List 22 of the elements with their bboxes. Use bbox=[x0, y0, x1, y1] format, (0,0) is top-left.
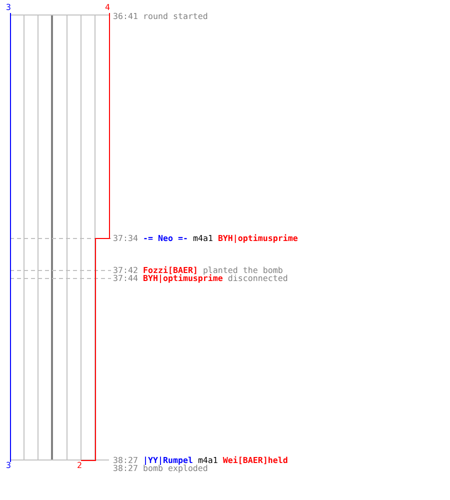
timestamp: 37:34 bbox=[113, 234, 138, 243]
player-name: BYH|optimusprime bbox=[142, 274, 223, 283]
event-text: bomb exploded bbox=[142, 464, 208, 473]
weapon-name: m4a1 bbox=[198, 456, 218, 465]
event-text: round started bbox=[142, 12, 208, 21]
player-name: BYH|optimusprime bbox=[218, 234, 298, 243]
timestamp: 38:27 bbox=[113, 464, 138, 473]
timestamp: 37:42 bbox=[113, 266, 138, 275]
player-name: |YY|Rumpel bbox=[142, 456, 193, 465]
player-count: 3 bbox=[6, 3, 11, 12]
timestamp: 36:41 bbox=[113, 12, 138, 21]
weapon-name: m4a1 bbox=[192, 234, 213, 243]
timestamp: 38:27 bbox=[113, 456, 138, 465]
player-name: Wei[BAER]held bbox=[222, 456, 288, 465]
timestamp: 37:44 bbox=[113, 274, 138, 283]
player-name: Fozzi[BAER] bbox=[142, 266, 198, 275]
event-text: planted the bomb bbox=[202, 266, 283, 275]
player-name: -= Neo =- bbox=[142, 234, 188, 243]
player-count: 3 bbox=[6, 461, 11, 470]
player-count: 4 bbox=[105, 3, 110, 12]
event-text: disconnected bbox=[228, 274, 288, 283]
player-count: 2 bbox=[77, 461, 82, 470]
